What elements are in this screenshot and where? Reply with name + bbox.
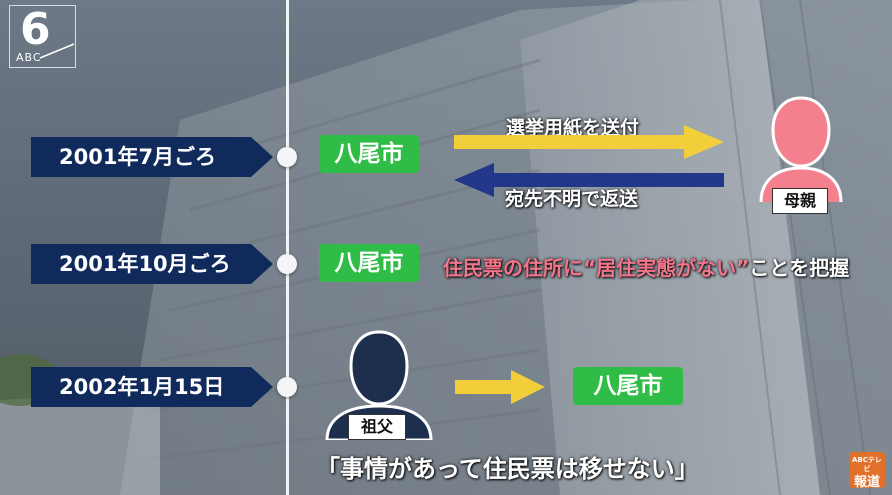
news-corner-logo: ABCテレビ 報道	[849, 452, 885, 490]
city-box-1: 八尾市	[319, 135, 419, 173]
return-label: 宛先不明で返送	[505, 188, 639, 210]
mother-label: 母親	[772, 188, 828, 214]
news-logo-small: ABCテレビ	[852, 456, 882, 473]
date-label-3: 2002年1月15日	[31, 367, 273, 407]
timeline-dot-1	[277, 147, 297, 167]
finding-text: 住民票の住所に“居住実態がない”ことを把握	[443, 252, 849, 281]
timeline-dot-2	[277, 254, 297, 274]
logo-slash-icon	[39, 43, 75, 59]
finding-text-pink: 住民票の住所に“居住実態がない”	[443, 256, 750, 280]
date-label-1: 2001年7月ごろ	[31, 137, 273, 177]
channel-number: 6	[20, 4, 51, 55]
channel-6-logo: 6 ABC	[9, 4, 76, 68]
return-arrow-icon	[454, 163, 724, 197]
news-logo-main: 報道	[853, 475, 880, 490]
city-box-3: 八尾市	[573, 367, 683, 405]
move-arrow-icon	[455, 370, 545, 404]
finding-text-white: ことを把握	[749, 256, 850, 280]
grandfather-quote: 「事情があって住民票は移せない」	[316, 455, 699, 483]
city-box-2: 八尾市	[319, 244, 419, 282]
mother-silhouette-icon	[759, 96, 843, 202]
send-arrow-icon	[454, 125, 724, 159]
timeline-line	[286, 0, 289, 495]
timeline-dot-3	[277, 377, 297, 397]
grandfather-label: 祖父	[348, 414, 406, 440]
date-label-2: 2001年10月ごろ	[31, 244, 273, 284]
channel-name: ABC	[16, 51, 42, 64]
send-label: 選挙用紙を送付	[506, 117, 640, 139]
